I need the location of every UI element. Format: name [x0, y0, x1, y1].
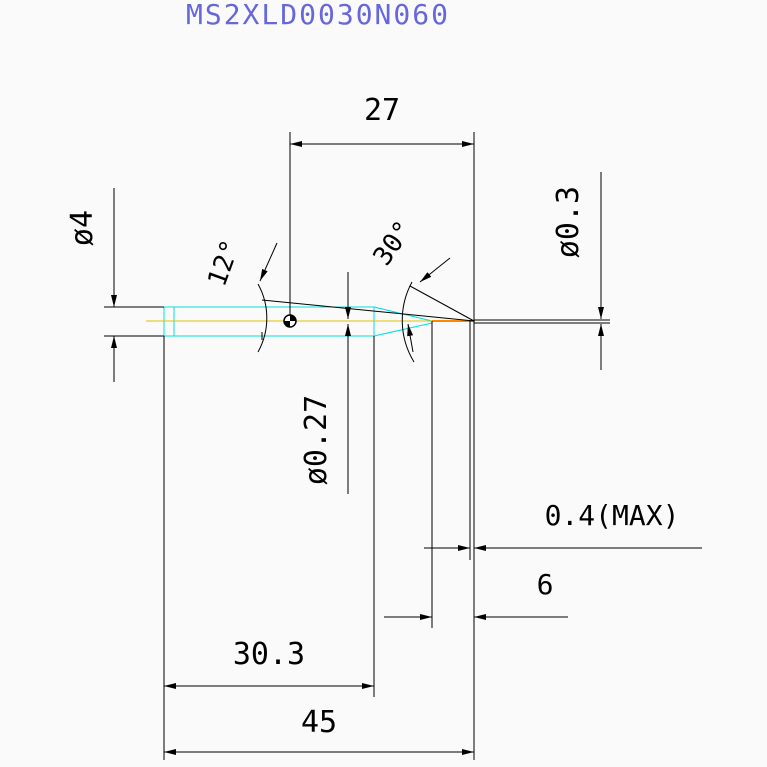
- dim-shank-dia: [104, 188, 164, 382]
- dim-angle-30: [401, 257, 475, 363]
- drawing-title: MS2XLD0030N060: [186, 0, 450, 31]
- dim-shank-len: [163, 336, 375, 760]
- dim-angle-30-label: 30°: [368, 216, 420, 272]
- dim-shank-len-label: 30.3: [233, 637, 305, 672]
- tip-flute-lines: [474, 319, 610, 324]
- dim-angle-12: [257, 242, 475, 353]
- dim-six-label: 6: [537, 568, 554, 601]
- dim-neck-dia-label: ø0.27: [299, 395, 334, 485]
- dim-six: [384, 321, 568, 628]
- dim-27: [289, 132, 475, 760]
- dim-max-len-label: 0.4(MAX): [545, 499, 680, 532]
- dim-shank-dia-label: ø4: [65, 210, 100, 246]
- dim-tip-dia-label: ø0.3: [551, 186, 586, 258]
- dim-27-label: 27: [364, 93, 400, 128]
- reference-point-icon: [283, 314, 297, 328]
- dim-angle-12-label: 12°: [202, 236, 246, 290]
- dim-total-len-label: 45: [301, 705, 337, 740]
